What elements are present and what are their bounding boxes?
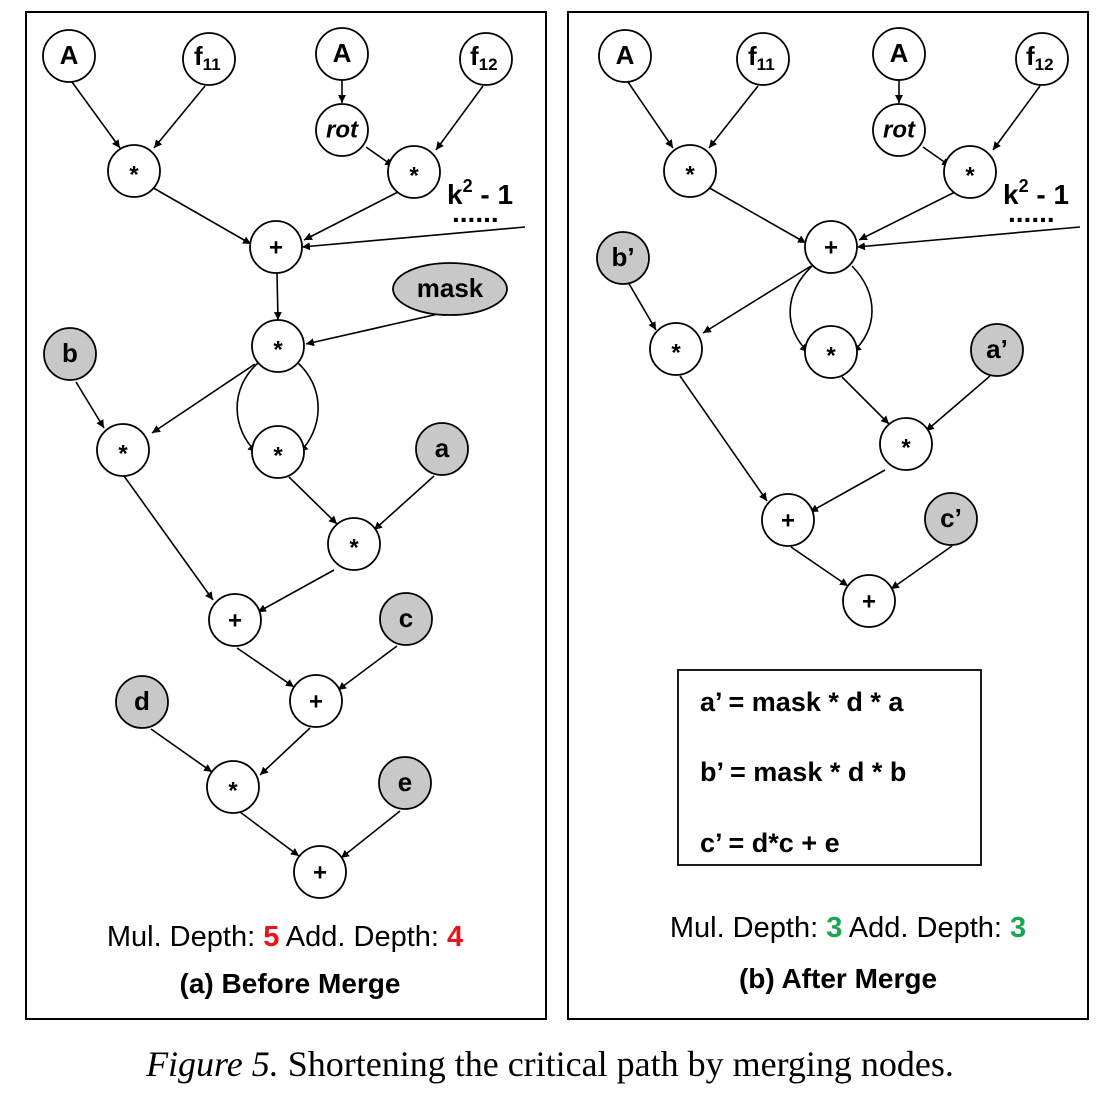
panel-b-node-A-left: A <box>598 29 652 83</box>
panel-a-node-b: b <box>43 327 97 381</box>
node-label: * <box>671 339 681 366</box>
node-label: c <box>399 603 413 633</box>
node-label: a’ <box>986 334 1008 364</box>
node-label: + <box>824 234 838 261</box>
panel-a-node-mask: mask <box>392 262 508 316</box>
node-label: f12 <box>470 41 498 75</box>
node-label: * <box>228 777 238 804</box>
node-label: f11 <box>194 41 221 75</box>
panel-a-edges <box>71 80 526 859</box>
panel-a-node-d: d <box>115 675 169 729</box>
node-label: e <box>398 767 412 797</box>
node-label: mask <box>417 273 484 303</box>
panel-b-node-add-3: + <box>842 574 896 628</box>
panel-after-merge: A f11 A f12 rot * * k2 - 1 ...... <box>567 11 1089 1020</box>
node-label: f11 <box>748 41 775 75</box>
node-label: * <box>129 161 139 188</box>
panel-a-k-label: k2 - 1 ...... <box>447 176 513 228</box>
node-label: * <box>901 434 911 461</box>
definition-c-prime: c’ = d*c + e <box>700 828 840 858</box>
k-squared-minus-one: k2 - 1 <box>1003 176 1069 210</box>
node-label: A <box>60 40 79 70</box>
panel-before-merge: A f11 A f12 rot * * k2 - 1 ...... <box>25 11 547 1020</box>
panel-b-subtitle: (b) After Merge <box>739 963 937 994</box>
node-label: * <box>965 162 975 189</box>
panel-a-node-add-2: + <box>208 593 262 647</box>
panel-a-node-mul-2: * <box>387 145 441 199</box>
panel-a-node-rot: rot <box>315 103 369 157</box>
panel-a-node-c: c <box>379 592 433 646</box>
panel-b-node-f11: f11 <box>736 32 790 86</box>
panel-a-depth-line: Mul. Depth: 5 Add. Depth: 4 <box>107 921 463 953</box>
node-label: + <box>313 859 327 886</box>
panel-b-definitions-box: a’ = mask * d * a b’ = mask * d * b c’ =… <box>677 669 982 866</box>
panel-b-node-c-prime: c’ <box>924 492 978 546</box>
panel-a-node-A-left: A <box>42 29 96 83</box>
panel-b-node-mul-a: * <box>879 417 933 471</box>
panel-a-node-mul-1: * <box>107 144 161 198</box>
panel-b-node-a-prime: a’ <box>970 323 1024 377</box>
definition-b-prime: b’ = mask * d * b <box>700 757 906 787</box>
node-label: A <box>333 38 352 68</box>
panel-a-node-e: e <box>378 756 432 810</box>
node-label: * <box>273 442 283 469</box>
panel-b-node-rot: rot <box>872 103 926 157</box>
node-label: + <box>781 507 795 534</box>
node-label: b’ <box>611 242 634 272</box>
panel-b-node-b-prime: b’ <box>596 231 650 285</box>
node-label: + <box>309 688 323 715</box>
node-label: * <box>826 342 836 369</box>
panel-a-node-mul-square: * <box>251 425 305 479</box>
node-label: * <box>118 440 128 467</box>
panel-b-depth-line: Mul. Depth: 3 Add. Depth: 3 <box>670 912 1026 944</box>
panel-b-frame <box>567 11 1089 1020</box>
panel-a-node-mul-d: * <box>206 760 260 814</box>
node-label: d <box>134 686 150 716</box>
node-label: rot <box>883 116 916 143</box>
node-label: * <box>349 534 359 561</box>
panel-b-node-mul-square: * <box>804 325 858 379</box>
panel-b-edges <box>627 80 1081 590</box>
k-dots: ...... <box>1008 197 1055 228</box>
panel-a-node-add-1: + <box>249 220 303 274</box>
panel-b-node-mul-2: * <box>943 145 997 199</box>
node-label: c’ <box>940 503 962 533</box>
panel-a-node-f12: f12 <box>459 32 513 86</box>
panel-b-node-add-1: + <box>804 220 858 274</box>
node-label: b <box>62 338 78 368</box>
panel-a-node-add-4: + <box>293 845 347 899</box>
panel-a-node-add-3: + <box>289 674 343 728</box>
node-label: * <box>685 161 695 188</box>
panel-a-subtitle: (a) Before Merge <box>180 968 401 999</box>
node-label: + <box>269 234 283 261</box>
panel-a-node-mul-mask: * <box>251 319 305 373</box>
node-label: * <box>273 336 283 363</box>
panel-b-node-add-2: + <box>761 493 815 547</box>
panel-a-node-mul-a: * <box>327 517 381 571</box>
panel-b-node-mul-b: * <box>649 322 703 376</box>
panel-b-k-label: k2 - 1 ...... <box>1003 176 1069 228</box>
node-label: + <box>862 588 876 615</box>
node-label: A <box>890 38 909 68</box>
panel-a-node-mul-b: * <box>96 423 150 477</box>
k-dots: ...... <box>452 197 499 228</box>
node-label: rot <box>326 116 359 143</box>
panel-a-frame <box>25 11 547 1020</box>
figure-caption: Figure 5. Shortening the critical path b… <box>145 1044 954 1084</box>
node-label: f12 <box>1026 41 1054 75</box>
panel-a-node-A-right: A <box>315 27 369 81</box>
panel-a-node-f11: f11 <box>182 32 236 86</box>
k-squared-minus-one: k2 - 1 <box>447 176 513 210</box>
panel-a-node-a: a <box>415 422 469 476</box>
node-label: a <box>435 433 450 463</box>
panel-b-node-A-right: A <box>872 27 926 81</box>
panel-b-node-mul-1: * <box>663 144 717 198</box>
node-label: + <box>228 607 242 634</box>
definition-a-prime: a’ = mask * d * a <box>700 687 904 717</box>
panel-b-node-f12: f12 <box>1015 32 1069 86</box>
node-label: A <box>616 40 635 70</box>
node-label: * <box>409 162 419 189</box>
